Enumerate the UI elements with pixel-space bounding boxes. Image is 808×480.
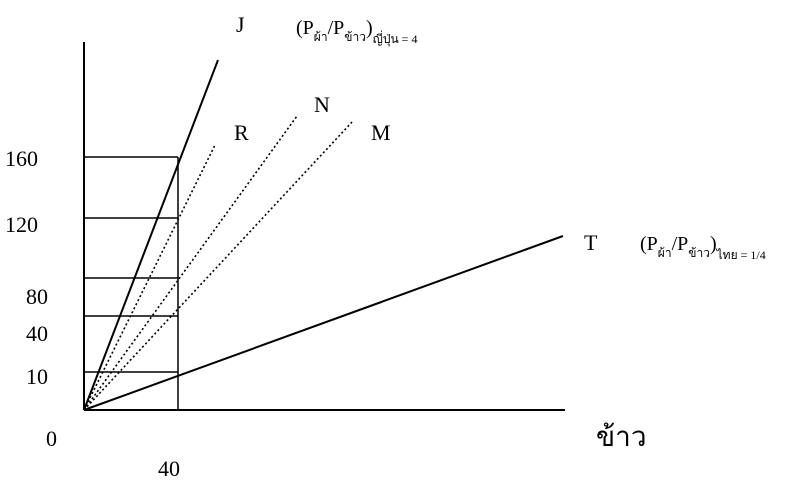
price-ratio-japan: (Pผ้า/Pข้าว)ญี่ปุ่น = 4: [296, 17, 417, 47]
ray-t: [83, 235, 564, 411]
y-tick-120: 120: [5, 212, 38, 237]
ratio-country-japan: ญี่ปุ่น = 4: [373, 30, 418, 47]
ratio-open: (P: [296, 17, 314, 39]
y-tick-10: 10: [26, 364, 48, 389]
ray-j: [83, 59, 219, 411]
ratio-close: ): [710, 233, 717, 255]
price-ratio-thailand: (Pผ้า/Pข้าว)ไทย = 1/4: [640, 233, 766, 262]
ratio-rice-subscript: ข้าว: [344, 30, 366, 44]
x-tick-40: 40: [158, 456, 180, 480]
ray-label-n: N: [314, 92, 330, 117]
ray-m: [83, 121, 353, 411]
ratio-cloth-subscript: ผ้า: [658, 246, 672, 260]
ray-label-r: R: [234, 120, 249, 145]
ray-n: [83, 115, 298, 411]
x-axis-label: ข้าว: [596, 420, 647, 453]
y-tick-40: 40: [26, 321, 48, 346]
ratio-slash: /P: [328, 17, 345, 39]
ratio-rice-subscript: ข้าว: [688, 246, 710, 260]
ratio-open: (P: [640, 233, 658, 255]
y-tick-80: 80: [26, 284, 48, 309]
origin-label: 0: [46, 426, 57, 451]
ray-label-t: T: [584, 230, 598, 255]
ratio-slash: /P: [672, 233, 689, 255]
y-tick-160: 160: [5, 146, 38, 171]
ray-label-m: M: [371, 120, 391, 145]
ray-label-j: J: [236, 12, 245, 37]
ratio-close: ): [366, 17, 373, 39]
ratio-cloth-subscript: ผ้า: [314, 30, 328, 44]
ratio-country-thailand: ไทย = 1/4: [716, 248, 766, 262]
